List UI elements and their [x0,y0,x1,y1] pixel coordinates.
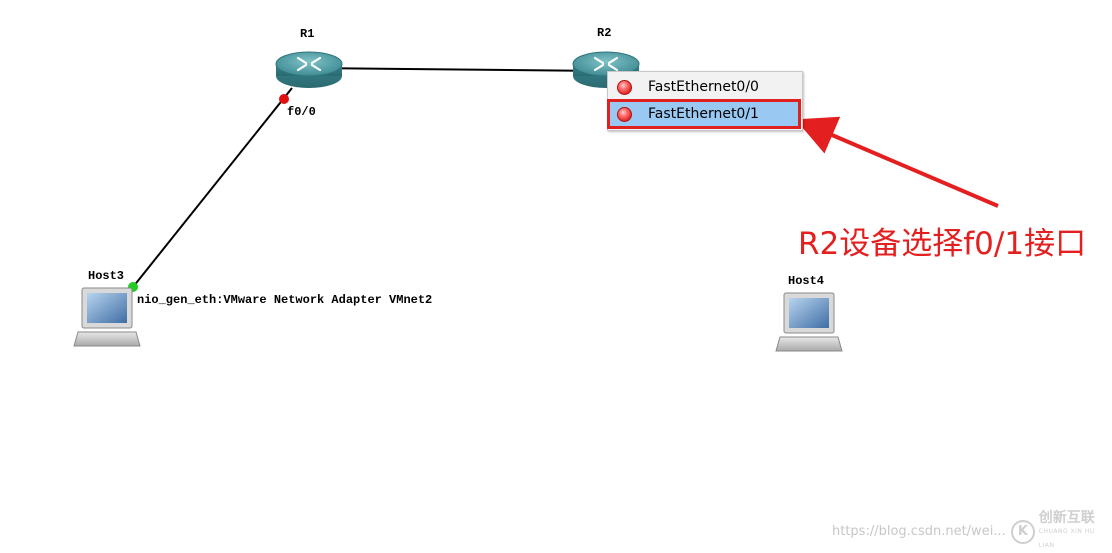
menu-item-label: FastEthernet0/0 [648,79,759,95]
router-arrows-icon [296,56,322,72]
port-status-r1-f0-0 [279,94,289,104]
watermark-logo: K 创新互联 CHUANG XIN HU LIAN [1011,509,1112,551]
host4-computer[interactable] [775,292,843,352]
link-r1-r2[interactable] [309,67,606,72]
host3-port-label: nio_gen_eth:VMware Network Adapter VMnet… [137,293,433,307]
r1-port-label: f0/0 [287,105,316,119]
router-r1-label: R1 [300,27,315,41]
interface-context-menu: FastEthernet0/0 FastEthernet0/1 [607,71,803,131]
logo-text: 创新互联 [1038,509,1095,526]
router-arrows-icon [593,56,619,72]
interface-status-icon [617,79,632,95]
host3-computer[interactable] [73,287,141,347]
menu-item-fastethernet0-1[interactable]: FastEthernet0/1 [607,99,801,129]
menu-item-fastethernet0-0[interactable]: FastEthernet0/0 [610,75,798,99]
link-r1-host3[interactable] [132,87,293,288]
menu-item-label: FastEthernet0/1 [648,106,759,122]
router-r2-label: R2 [597,26,612,40]
annotation-arrow [795,116,999,208]
router-r2[interactable] [572,51,640,88]
logo-mark-icon: K [1011,519,1035,544]
router-r1[interactable] [275,51,343,88]
logo-subtext: CHUANG XIN HU LIAN [1038,527,1095,549]
watermark-url: https://blog.csdn.net/wei... [832,524,1006,539]
host3-label: Host3 [88,269,125,283]
annotation-text: R2设备选择f0/1接口 [798,226,1087,262]
host4-label: Host4 [788,274,825,288]
interface-status-icon [617,106,632,122]
